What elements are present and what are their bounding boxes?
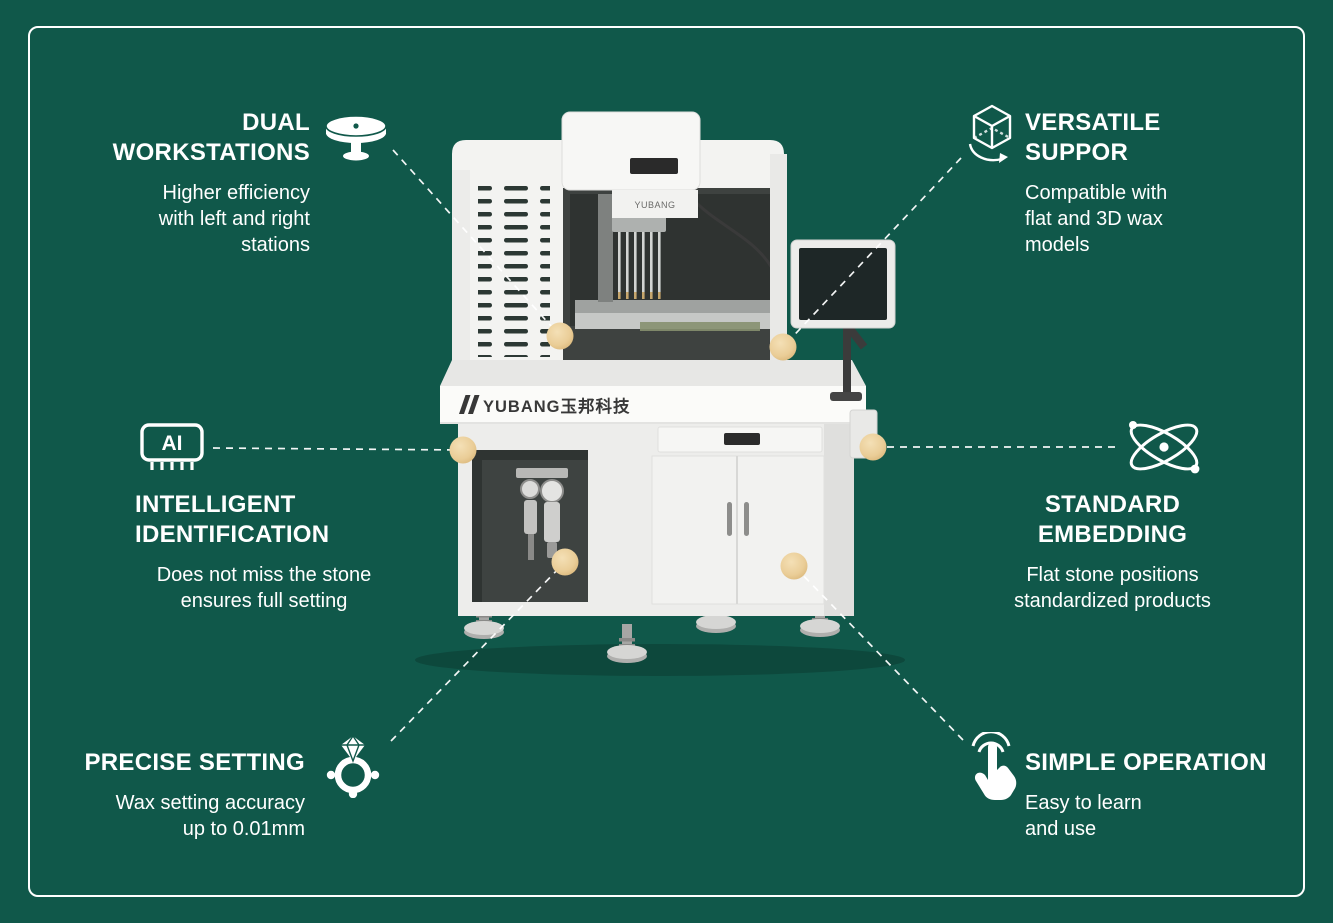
pneumatic-unit — [516, 468, 568, 560]
ai-chip-label: AI — [162, 432, 183, 455]
cube-3d-rotate-icon — [963, 102, 1021, 164]
callout-dot-standard — [859, 433, 887, 461]
feature-description: Wax setting accuracy up to 0.01mm — [115, 792, 305, 840]
diamond-ring-icon — [318, 734, 388, 798]
callout-dot-simple — [780, 552, 808, 580]
feature-title: STANDARD EMBEDDING — [1037, 491, 1188, 548]
callout-line-versatile — [782, 157, 962, 348]
callout-line-simple — [793, 565, 964, 741]
machine-upper-enclosure: YUBANG — [452, 111, 787, 360]
brand-logo: YUBANG玉邦科技 — [459, 395, 631, 416]
head-logo-text: YUBANG — [634, 200, 675, 210]
feature-description: Higher efficiency with left and right st… — [158, 182, 310, 256]
feature-simple-operation: SIMPLE OPERATION Easy to learn and use — [1025, 748, 1285, 842]
dispenser-head-unit: YUBANG — [561, 111, 701, 218]
feature-standard-embedding: STANDARD EMBEDDING Flat stone positions … — [1000, 490, 1225, 614]
brand-logo-text: YUBANG玉邦科技 — [483, 396, 631, 416]
touch-gesture-icon — [962, 732, 1020, 804]
feature-dual-workstations: DUAL WORKSTATIONS Higher efficiency with… — [60, 108, 310, 258]
feature-versatile-support: VERSATILE SUPPOR Compatible with flat an… — [1025, 108, 1275, 258]
feature-description: Does not miss the stone ensures full set… — [156, 564, 372, 612]
feature-precise-setting: PRECISE SETTING Wax setting accuracy up … — [55, 748, 305, 842]
callout-dots — [449, 322, 887, 580]
callout-line-precise — [390, 561, 566, 742]
callout-dot-precise — [551, 548, 579, 576]
ai-chip-icon: AI — [136, 420, 208, 476]
feature-description: Flat stone positions standardized produc… — [1014, 564, 1211, 612]
vent-panel — [478, 182, 550, 357]
machine-shadow — [415, 644, 905, 676]
machine-drawer — [657, 426, 823, 453]
cabinet-doors — [651, 455, 825, 605]
feature-title: PRECISE SETTING — [84, 749, 305, 776]
feature-description: Compatible with flat and 3D wax models — [1025, 182, 1168, 256]
callout-dot-dual — [546, 322, 574, 350]
callout-lines — [212, 149, 1115, 742]
callout-dot-intelligent — [449, 436, 477, 464]
feature-title: DUAL WORKSTATIONS — [112, 109, 310, 166]
callout-dot-versatile — [769, 333, 797, 361]
feature-title: VERSATILE SUPPOR — [1025, 109, 1161, 166]
machine-cabinet — [458, 420, 854, 616]
callout-line-intelligent — [212, 447, 464, 451]
feature-intelligent-identification: INTELLIGENT IDENTIFICATION Does not miss… — [135, 490, 393, 614]
turntable-icon — [318, 114, 394, 168]
machine-illustration: YUBANG玉邦科技 — [415, 111, 905, 676]
feature-title: INTELLIGENT IDENTIFICATION — [135, 491, 330, 548]
callout-line-dual — [392, 149, 561, 337]
feature-description: Easy to learn and use — [1025, 792, 1142, 840]
feature-title: SIMPLE OPERATION — [1025, 749, 1267, 776]
atom-orbit-icon — [1118, 408, 1210, 486]
